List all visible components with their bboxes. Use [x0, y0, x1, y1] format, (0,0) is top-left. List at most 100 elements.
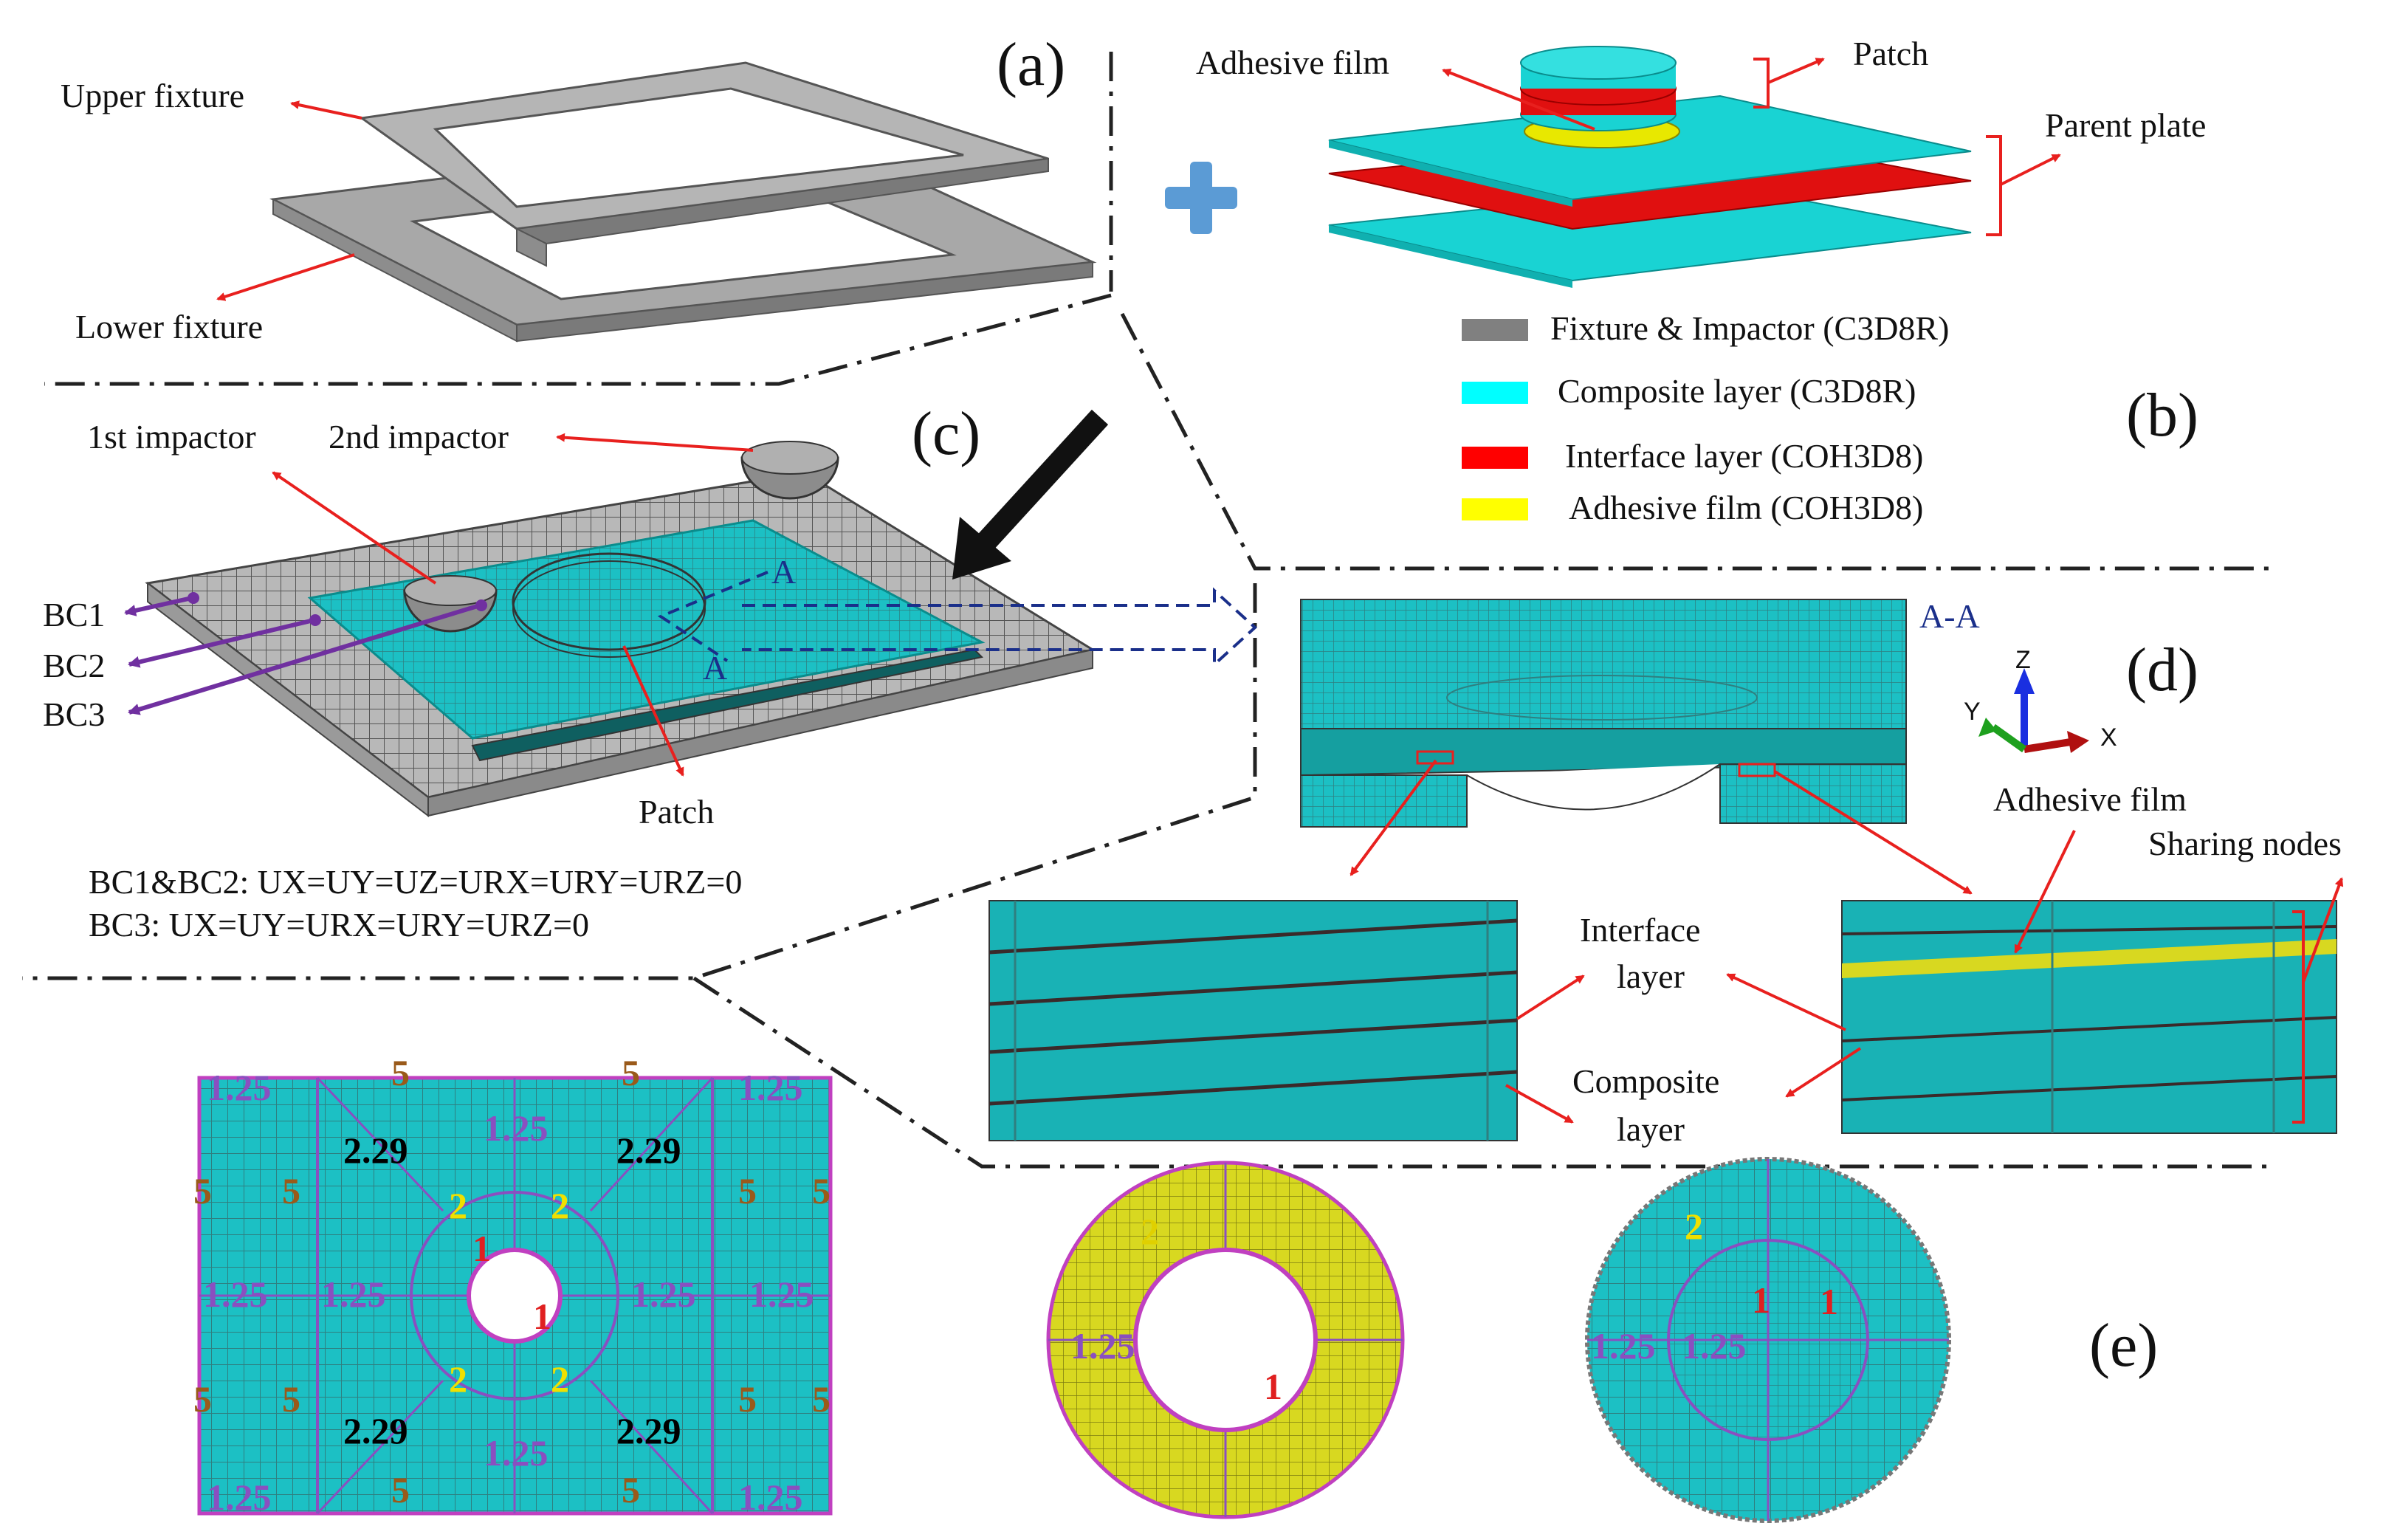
seed-label: 2: [449, 1358, 467, 1400]
legend-interface: Interface layer (COH3D8): [1565, 437, 1923, 475]
seed-label: 5: [282, 1170, 300, 1211]
upper-fixture-shape: [359, 61, 1049, 267]
coordinate-triad: Z Y X: [1964, 646, 2117, 753]
first-impactor-arrow: [272, 471, 437, 585]
panel-d: A-A Z Y X (d): [988, 597, 2344, 1148]
seed-label: 1.25: [321, 1273, 386, 1315]
panel-c: A A 1st impactor 2nd impactor Patch BC1 …: [43, 399, 1257, 943]
seed-label: 5: [738, 1378, 757, 1420]
seed-label: 1: [1752, 1279, 1770, 1321]
seed-label: 2: [551, 1185, 569, 1226]
panel-b: Adhesive film Patch Parent plate Fixture…: [1165, 35, 2206, 526]
panel-e-label: (e): [2089, 1311, 2158, 1380]
bc2-arrow: [128, 618, 314, 668]
patch-bracket: [1753, 59, 1823, 109]
parent-plate-label: Parent plate: [2045, 106, 2206, 144]
seed-label: 1: [1820, 1281, 1838, 1322]
seed-label: 1.25: [484, 1107, 549, 1149]
bc2-label: BC2: [43, 647, 105, 684]
lower-fixture-arrow: [216, 253, 355, 301]
seed-label: 5: [193, 1378, 212, 1420]
sharing-nodes-label: Sharing nodes: [2148, 825, 2342, 862]
panel-d-label: (d): [2126, 636, 2198, 704]
patch-shape: [1520, 46, 1680, 148]
constraint-bc3: BC3: UX=UY=URX=URY=URZ=0: [89, 906, 589, 943]
composite-arrow-left: [1505, 1084, 1574, 1124]
patch-disk-mesh: 2 1 1 1.25 1.25: [1585, 1157, 1951, 1523]
seed-label: 2.29: [616, 1410, 681, 1451]
seed-label: 5: [282, 1378, 300, 1420]
seed-label: 1: [533, 1296, 551, 1337]
legend-swatch-fixture: [1462, 319, 1528, 341]
legend-adhesive: Adhesive film (COH3D8): [1569, 489, 1923, 526]
legend-fixture: Fixture & Impactor (C3D8R): [1550, 309, 1949, 347]
composite-arrow-right: [1785, 1047, 1862, 1098]
axis-x-label: X: [2100, 723, 2117, 752]
section-line: [657, 571, 769, 662]
adhesive-film-label-d: Adhesive film: [1993, 780, 2187, 818]
seed-label: 1.25: [1591, 1325, 1656, 1367]
element-type-legend: Fixture & Impactor (C3D8R) Composite lay…: [1462, 309, 1949, 526]
seed-label: 1.25: [484, 1432, 549, 1474]
second-impactor-label: 2nd impactor: [329, 418, 509, 456]
composite-layer-label-2: layer: [1617, 1110, 1685, 1148]
composite-layer-label-1: Composite: [1572, 1062, 1719, 1100]
section-mark-bottom: A: [703, 649, 727, 687]
legend-swatch-adhesive: [1462, 498, 1528, 520]
detail-right-mesh: [1841, 900, 2337, 1134]
parent-plate-bracket: [1986, 135, 2060, 236]
seed-label: 2: [449, 1185, 467, 1226]
bc3-label: BC3: [43, 695, 105, 733]
second-impactor-arrow: [556, 433, 754, 452]
panel-c-label: (c): [912, 399, 980, 468]
lower-fixture-label: Lower fixture: [75, 308, 263, 346]
seed-label: 2.29: [616, 1130, 681, 1171]
parent-plate-shape: [1328, 94, 1972, 288]
seed-label: 5: [391, 1052, 410, 1093]
first-impactor-label: 1st impactor: [87, 418, 256, 456]
patch-label-c: Patch: [639, 793, 714, 831]
adhesive-film-arrow-d: [2014, 830, 2076, 954]
seed-label: 1.25: [749, 1273, 814, 1315]
adhesive-ring-mesh: 2 1.25 1: [1046, 1161, 1405, 1519]
seed-label: 1.25: [738, 1477, 803, 1518]
legend-swatch-interface: [1462, 447, 1528, 469]
seed-label: 5: [193, 1170, 212, 1211]
legend-composite: Composite layer (C3D8R): [1558, 372, 1916, 410]
second-impactor-shape: [740, 441, 839, 500]
bc3-arrow: [128, 603, 481, 715]
seed-label: 2: [1141, 1211, 1159, 1252]
seed-label: 1.25: [207, 1477, 272, 1518]
plus-icon: [1165, 162, 1237, 234]
interface-layer-label-2: layer: [1617, 958, 1685, 995]
patch-mesh: [512, 552, 706, 651]
panel-b-label: (b): [2126, 381, 2198, 450]
seed-label: 2.29: [343, 1130, 408, 1171]
seed-label: 1: [472, 1228, 491, 1269]
patch-arrow-c: [622, 645, 684, 777]
constraint-bc1-bc2: BC1&BC2: UX=UY=UZ=URX=URY=URZ=0: [89, 863, 742, 901]
seed-label: 1.25: [207, 1067, 272, 1108]
seed-label: 5: [812, 1170, 831, 1211]
detail-left-mesh: [988, 900, 1518, 1141]
section-title: A-A: [1919, 597, 1980, 635]
detail-right-arrow: [1773, 770, 1973, 895]
seed-label: 1.25: [203, 1273, 268, 1315]
sharing-nodes-arrow: [2302, 877, 2344, 983]
seed-label: 1.25: [631, 1273, 696, 1315]
seed-label: 5: [622, 1052, 640, 1093]
seed-label: 1.25: [1070, 1325, 1135, 1367]
seed-label: 2: [1685, 1206, 1703, 1247]
section-mark-top: A: [771, 553, 796, 591]
adhesive-film-label-b: Adhesive film: [1196, 44, 1389, 81]
seed-label: 5: [391, 1469, 410, 1510]
patch-label-b: Patch: [1853, 35, 1928, 72]
bc1-label: BC1: [43, 596, 105, 633]
detail-left-arrow: [1349, 759, 1437, 876]
panel-e: 1.25 1.25 1.25 1.25 1.25 1.25 1.25 1.25 …: [193, 1052, 2158, 1523]
interface-arrow-right: [1726, 973, 1846, 1031]
seed-label: 5: [738, 1170, 757, 1211]
section-view-mesh: [1300, 599, 1907, 828]
impact-direction-arrow: [973, 409, 1109, 554]
